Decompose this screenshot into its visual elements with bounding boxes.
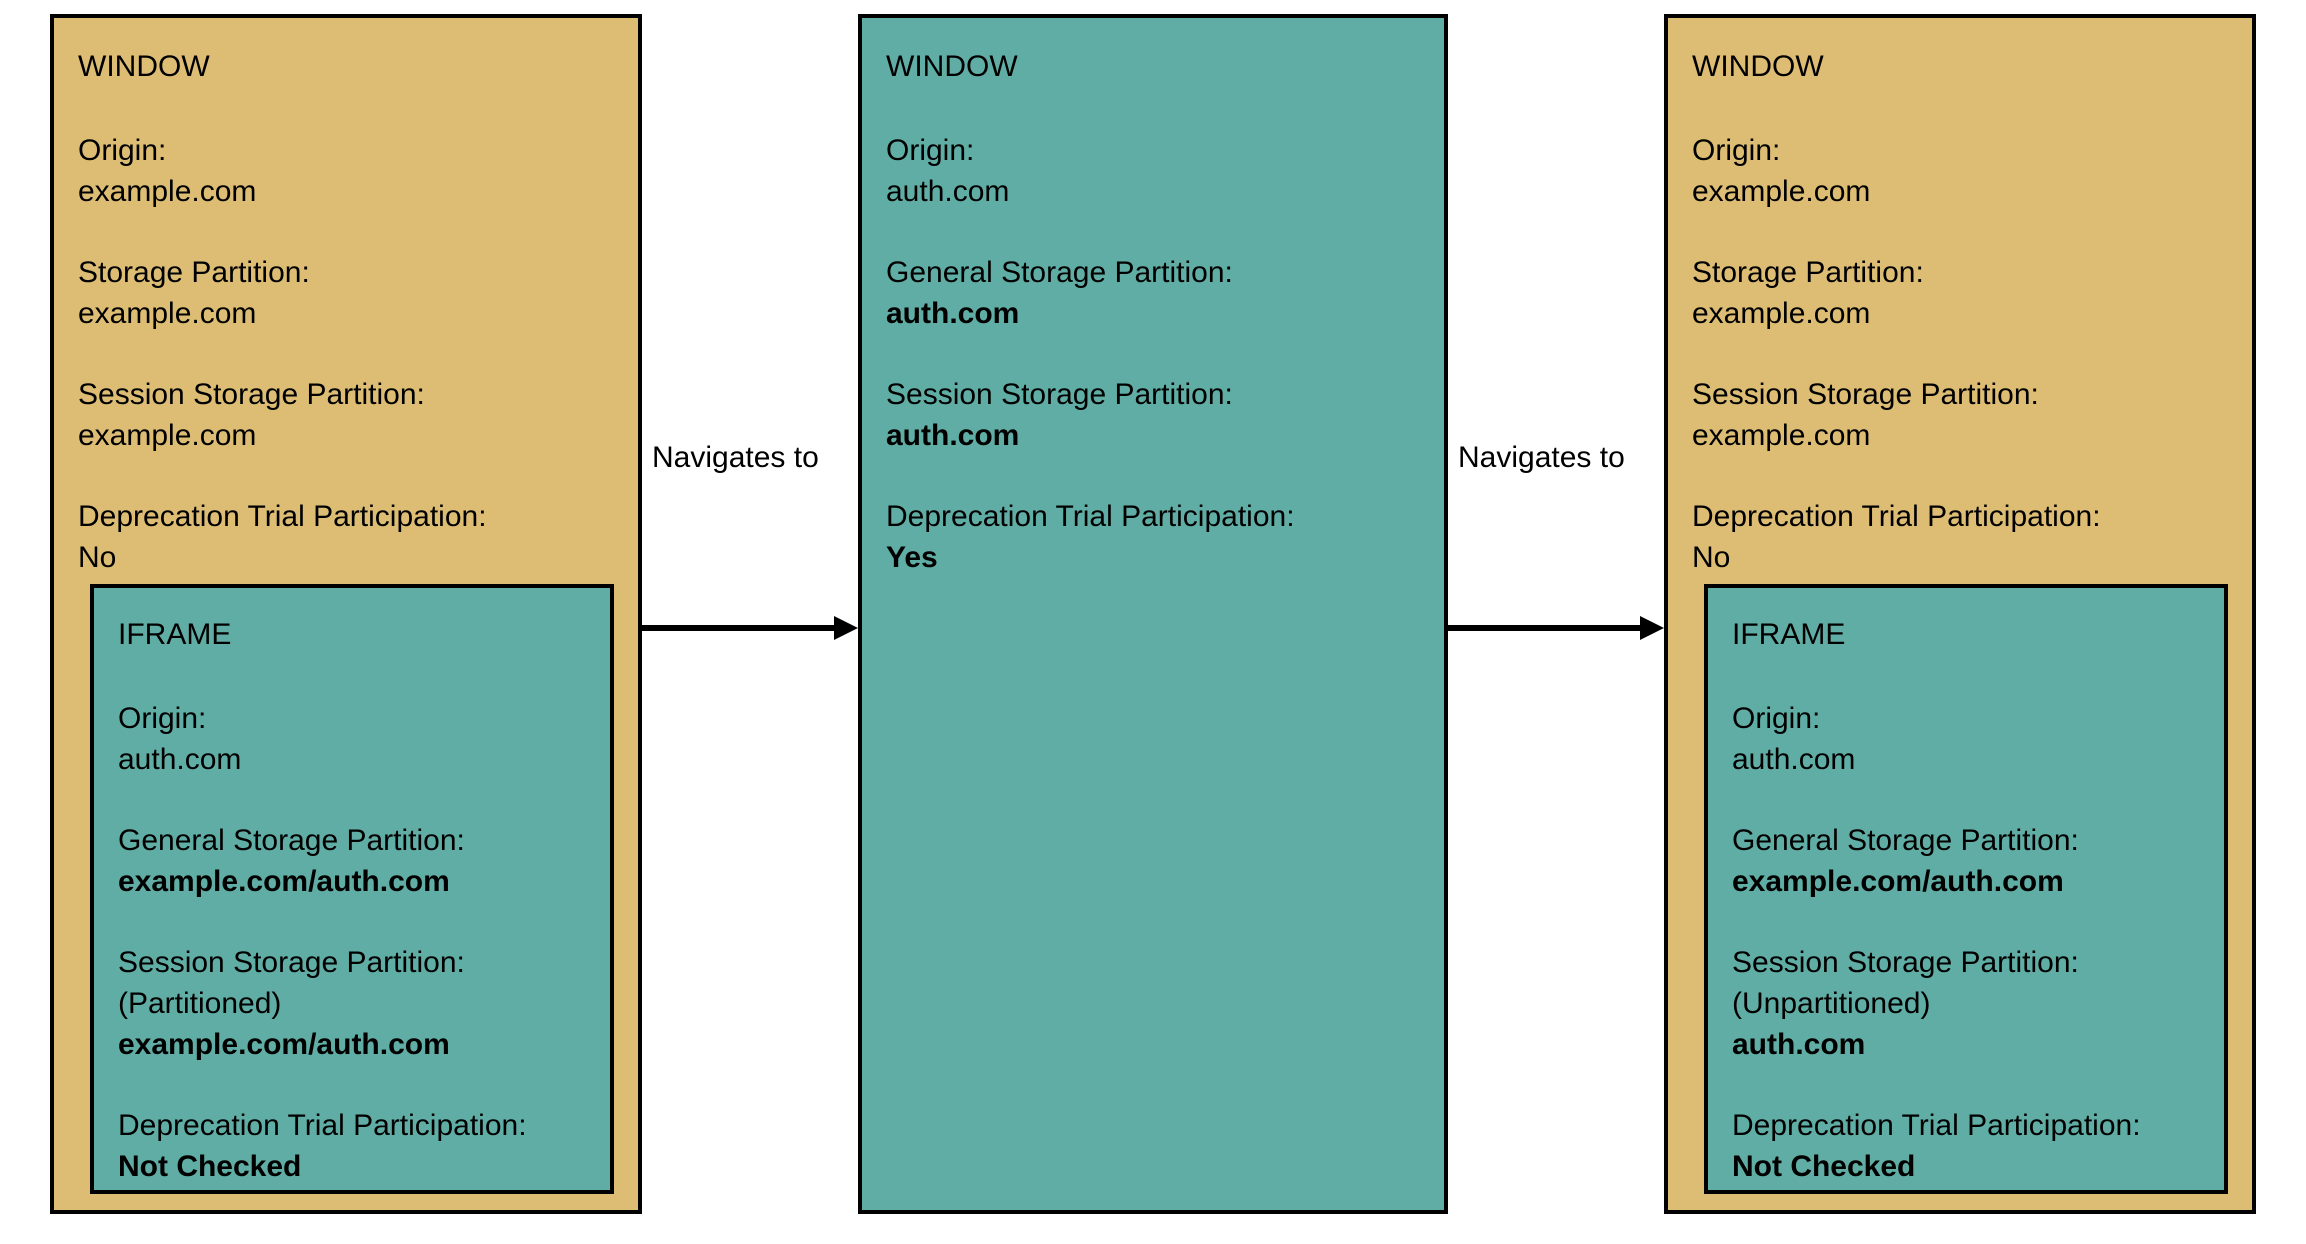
window-panel-1: WINDOW Origin: example.com Storage Parti… — [50, 14, 642, 1214]
arrow-panel2-to-panel3: Navigates to — [1448, 440, 1664, 640]
iframe-1-field-general-storage-partition: General Storage Partition: example.com/a… — [118, 820, 465, 902]
panel-1-field-origin: Origin: example.com — [78, 130, 256, 212]
iframe-1-field-deprecation-trial: Deprecation Trial Participation: Not Che… — [118, 1105, 527, 1187]
field-label: Origin: — [118, 702, 207, 735]
field-sublabel: (Unpartitioned) — [1732, 987, 1931, 1020]
iframe-3-field-general-storage-partition: General Storage Partition: example.com/a… — [1732, 820, 2079, 902]
field-value: auth.com — [1732, 1028, 1866, 1061]
field-value: example.com — [78, 419, 257, 452]
field-value: auth.com — [886, 419, 1020, 452]
field-value: example.com — [78, 175, 257, 208]
iframe-1-field-session-storage-partition: Session Storage Partition: (Partitioned)… — [118, 942, 465, 1065]
iframe-1-heading: IFRAME — [118, 618, 232, 651]
field-label: Deprecation Trial Participation: — [78, 500, 487, 533]
window-panel-2: WINDOW Origin: auth.com General Storage … — [858, 14, 1448, 1214]
field-value: example.com/auth.com — [118, 865, 450, 898]
field-label: Session Storage Partition: — [78, 378, 425, 411]
field-label: General Storage Partition: — [1732, 824, 2079, 857]
window-panel-3: WINDOW Origin: example.com Storage Parti… — [1664, 14, 2256, 1214]
field-label: General Storage Partition: — [118, 824, 465, 857]
field-value: example.com/auth.com — [1732, 865, 2064, 898]
field-value: Yes — [886, 541, 938, 574]
arrow-2-label: Navigates to — [1458, 441, 1625, 474]
panel-1-field-storage-partition: Storage Partition: example.com — [78, 252, 310, 334]
arrow-right-icon — [1448, 616, 1664, 640]
field-value: No — [1692, 541, 1731, 574]
field-label: Session Storage Partition: — [1692, 378, 2039, 411]
field-value: example.com — [78, 297, 257, 330]
panel-3-field-origin: Origin: example.com — [1692, 130, 1870, 212]
field-value: auth.com — [886, 297, 1020, 330]
field-value: auth.com — [886, 175, 1010, 208]
field-value: example.com — [1692, 297, 1871, 330]
field-label: Storage Partition: — [78, 256, 310, 289]
panel-3-field-deprecation-trial: Deprecation Trial Participation: No — [1692, 496, 2101, 578]
panel-3-heading: WINDOW — [1692, 50, 1824, 83]
panel-2-field-session-storage-partition: Session Storage Partition: auth.com — [886, 374, 1233, 456]
panel-2-heading: WINDOW — [886, 50, 1018, 83]
field-value: Not Checked — [1732, 1150, 1916, 1183]
arrow-1-label: Navigates to — [652, 441, 819, 474]
panel-2-field-origin: Origin: auth.com — [886, 130, 1009, 212]
field-label: General Storage Partition: — [886, 256, 1233, 289]
arrow-panel1-to-panel2: Navigates to — [642, 440, 858, 640]
panel-2-field-deprecation-trial: Deprecation Trial Participation: Yes — [886, 496, 1295, 578]
field-label: Origin: — [78, 134, 167, 167]
field-value: No — [78, 541, 117, 574]
field-label: Session Storage Partition: — [1732, 946, 2079, 979]
iframe-1-field-origin: Origin: auth.com — [118, 698, 241, 780]
iframe-3-heading: IFRAME — [1732, 618, 1846, 651]
field-value: auth.com — [118, 743, 242, 776]
iframe-panel-1: IFRAME Origin: auth.com General Storage … — [90, 584, 614, 1194]
field-value: Not Checked — [118, 1150, 302, 1183]
field-value: example.com — [1692, 175, 1871, 208]
field-label: Session Storage Partition: — [886, 378, 1233, 411]
panel-1-heading: WINDOW — [78, 50, 210, 83]
field-label: Session Storage Partition: — [118, 946, 465, 979]
field-label: Deprecation Trial Participation: — [1692, 500, 2101, 533]
iframe-3-field-deprecation-trial: Deprecation Trial Participation: Not Che… — [1732, 1105, 2141, 1187]
field-value: auth.com — [1732, 743, 1856, 776]
panel-1-field-session-storage-partition: Session Storage Partition: example.com — [78, 374, 425, 456]
iframe-panel-3: IFRAME Origin: auth.com General Storage … — [1704, 584, 2228, 1194]
field-value: example.com/auth.com — [118, 1028, 450, 1061]
iframe-3-field-session-storage-partition: Session Storage Partition: (Unpartitione… — [1732, 942, 2079, 1065]
field-label: Deprecation Trial Participation: — [1732, 1109, 2141, 1142]
panel-3-field-session-storage-partition: Session Storage Partition: example.com — [1692, 374, 2039, 456]
field-label: Deprecation Trial Participation: — [886, 500, 1295, 533]
field-value: example.com — [1692, 419, 1871, 452]
field-label: Deprecation Trial Participation: — [118, 1109, 527, 1142]
field-label: Storage Partition: — [1692, 256, 1924, 289]
field-label: Origin: — [886, 134, 975, 167]
field-label: Origin: — [1732, 702, 1821, 735]
iframe-3-field-origin: Origin: auth.com — [1732, 698, 1855, 780]
arrow-right-icon — [642, 616, 858, 640]
panel-2-field-general-storage-partition: General Storage Partition: auth.com — [886, 252, 1233, 334]
field-sublabel: (Partitioned) — [118, 987, 282, 1020]
field-label: Origin: — [1692, 134, 1781, 167]
panel-1-field-deprecation-trial: Deprecation Trial Participation: No — [78, 496, 487, 578]
panel-3-field-storage-partition: Storage Partition: example.com — [1692, 252, 1924, 334]
